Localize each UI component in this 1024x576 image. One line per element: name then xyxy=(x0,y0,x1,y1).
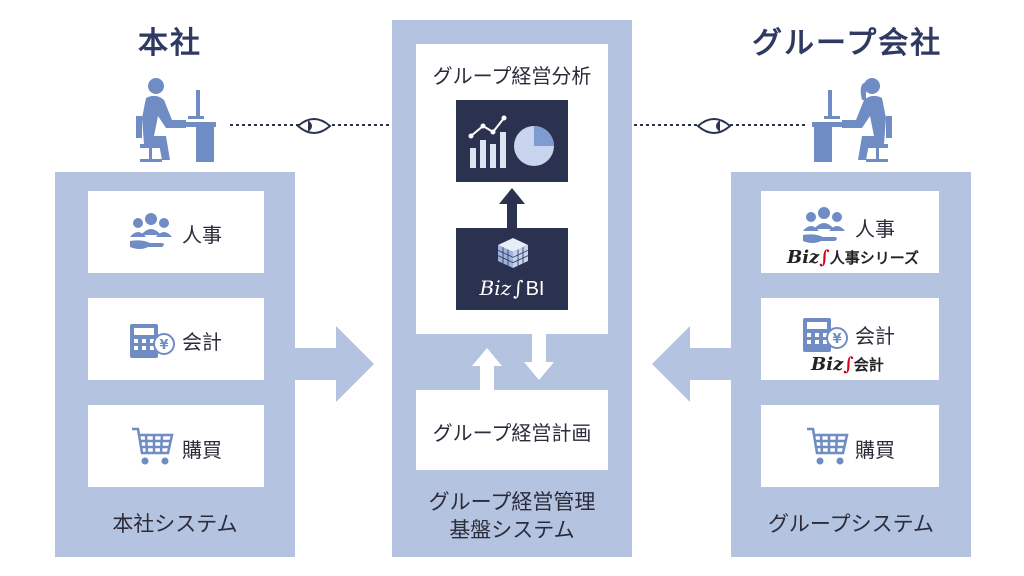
accounting-label: 会計 xyxy=(182,330,222,354)
purchasing-card: 購買 xyxy=(88,405,264,487)
hr-card: 人事 xyxy=(88,191,264,273)
group-analysis-card: グループ経営分析 xyxy=(416,44,608,334)
bizbi-logo: Biz∫BI xyxy=(456,276,568,301)
biz-accounting-mark: ∫ xyxy=(843,354,854,375)
bizbi-mark: ∫ xyxy=(513,276,524,300)
bizbi-prefix: Biz xyxy=(479,276,512,300)
group-plan-card: グループ経営計画 xyxy=(416,390,608,470)
people-icon xyxy=(128,211,174,251)
calculator-yen-icon: ¥ xyxy=(801,314,849,354)
headquarters-eye-icon xyxy=(296,114,332,138)
headquarters-person-at-desk-icon xyxy=(132,76,222,166)
up-arrow xyxy=(499,188,525,228)
svg-text:¥: ¥ xyxy=(832,332,841,347)
group-accounting-label: 会計 xyxy=(855,324,895,348)
headquarters-title: 本社 xyxy=(138,26,202,61)
bizbi-suffix: BI xyxy=(525,278,545,300)
group-management-platform-panel: グループ経営分析 xyxy=(392,20,632,557)
shopping-cart-icon xyxy=(130,425,174,467)
hr-label: 人事 xyxy=(182,223,222,247)
group-hr-label: 人事 xyxy=(855,217,895,241)
group-analysis-label: グループ経営分析 xyxy=(432,64,592,88)
purchasing-label: 購買 xyxy=(182,438,222,462)
left-to-center-arrow xyxy=(294,326,374,402)
headquarters-system-panel: 人事 ¥ 会計 xyxy=(55,172,295,557)
svg-text:¥: ¥ xyxy=(159,338,168,353)
biz-hr-mark: ∫ xyxy=(819,247,830,268)
group-system-panel: 人事 Biz∫人事シリーズ ¥ 会計 Biz∫会計 xyxy=(731,172,971,557)
people-icon xyxy=(801,205,847,245)
biz-accounting-logo: Biz∫会計 xyxy=(811,354,884,375)
analytics-chart-icon xyxy=(466,110,558,172)
up-flow-arrow xyxy=(472,348,502,392)
right-to-center-arrow xyxy=(652,326,732,402)
biz-hr-prefix: Biz xyxy=(787,247,820,268)
group-eye-icon xyxy=(696,114,732,138)
calculator-yen-icon: ¥ xyxy=(128,320,176,360)
group-person-at-desk-icon xyxy=(806,76,896,166)
biz-hr-suffix: 人事シリーズ xyxy=(829,249,919,267)
headquarters-system-label: 本社システム xyxy=(112,512,238,536)
group-hr-card: 人事 Biz∫人事シリーズ xyxy=(761,191,939,273)
group-accounting-card: ¥ 会計 Biz∫会計 xyxy=(761,298,939,380)
shopping-cart-icon xyxy=(805,425,849,467)
biz-accounting-prefix: Biz xyxy=(811,354,844,375)
platform-label-line1: グループ経営管理 xyxy=(428,490,596,514)
biz-accounting-suffix: 会計 xyxy=(853,356,884,374)
platform-label-line2: 基盤システム xyxy=(449,518,575,542)
group-system-label: グループシステム xyxy=(767,512,935,536)
group-company-title: グループ会社 xyxy=(752,26,943,61)
analytics-chart-box xyxy=(456,100,568,182)
biz-hr-series-logo: Biz∫人事シリーズ xyxy=(787,247,919,268)
group-purchasing-card: 購買 xyxy=(761,405,939,487)
data-cube-icon xyxy=(496,236,530,270)
group-plan-label: グループ経営計画 xyxy=(432,421,592,445)
group-purchasing-label: 購買 xyxy=(855,438,895,462)
down-flow-arrow xyxy=(524,334,554,380)
bizbi-box: Biz∫BI xyxy=(456,228,568,310)
accounting-card: ¥ 会計 xyxy=(88,298,264,380)
